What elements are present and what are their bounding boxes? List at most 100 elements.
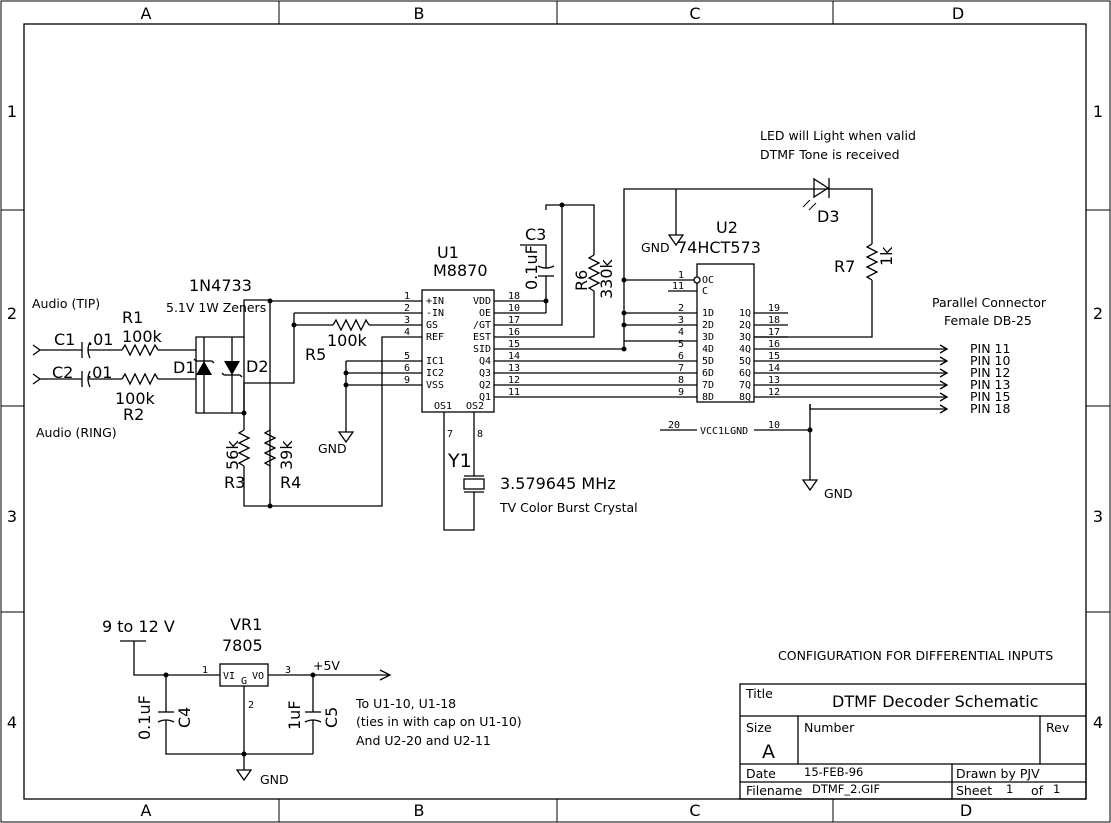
u1-pin-name: OS1 (434, 401, 452, 412)
col-label-d-top: D (952, 4, 964, 23)
c1-value: .01 (88, 330, 113, 349)
r2-ref: R2 (123, 405, 144, 424)
u1-pin-name: Q1 (479, 392, 491, 403)
power-supply: 9 to 12 V VR1 7805 VI G VO 1 2 3 +5V GND… (102, 615, 522, 787)
row-label-1-right: 1 (1093, 102, 1103, 121)
u2-pin-name: 6Q (739, 368, 751, 379)
col-label-c-bottom: C (689, 801, 700, 820)
date-value: 15-FEB-96 (804, 765, 863, 779)
u2-pin-num: 1 (678, 270, 684, 281)
r1-value: 100k (122, 327, 163, 346)
connector-pin-label: PIN 11 (970, 341, 1010, 356)
connector-pin-label: PIN 12 (970, 365, 1010, 380)
size-value: A (762, 741, 775, 763)
u1-pin-num: 18 (508, 291, 520, 302)
col-label-c-top: C (689, 4, 700, 23)
col-label-d-bottom: D (960, 801, 972, 820)
u1-pin-num: 2 (404, 303, 410, 314)
u2-power-label: VCC1LGND (700, 426, 748, 437)
gnd-label-u2: GND (824, 486, 853, 501)
c1-ref: C1 (54, 330, 75, 349)
gnd-label-supply: GND (260, 772, 289, 787)
u1-pin-num: 11 (508, 387, 520, 398)
d2-ref: D2 (246, 357, 269, 376)
supply-label: 9 to 12 V (102, 617, 175, 636)
row-label-4-left: 4 (7, 713, 17, 732)
r7-ref: R7 (834, 257, 855, 276)
vr1-vo: VO (252, 671, 264, 682)
u2-pin-num: 11 (672, 281, 684, 292)
u1-pin-name: SID (473, 344, 491, 355)
u2-pin-name: C (702, 286, 708, 297)
zener-part: 1N4733 (189, 276, 252, 295)
u2-pin-name: 5D (702, 356, 714, 367)
sheet-value: 1 (1006, 782, 1013, 796)
c3-value: 0.1uF (522, 245, 541, 290)
u1-pin-num: 17 (508, 315, 520, 326)
u1-pin-num: 3 (404, 315, 410, 326)
row-label-3-right: 3 (1093, 507, 1103, 526)
led-indicator: LED will Light when valid DTMF Tone is r… (754, 128, 916, 338)
u2-pin-name: 8Q (739, 392, 751, 403)
u2-pin-num: 7 (678, 363, 684, 374)
u1-pin-num: 7 (447, 429, 453, 440)
u2-pin-name: 7D (702, 380, 714, 391)
u2-pin-name: 4Q (739, 344, 751, 355)
u1-pin-num: 9 (404, 375, 410, 386)
power-note-line3: And U2-20 and U2-11 (356, 733, 491, 748)
connector-title-line1: Parallel Connector (932, 295, 1047, 310)
y1-freq: 3.579645 MHz (500, 474, 616, 493)
u2-pin-name: 1Q (739, 308, 751, 319)
vr1-g: G (241, 676, 247, 687)
c4-ref: C4 (175, 707, 194, 728)
d1-ref: D1 (173, 358, 196, 377)
connector-title-line2: Female DB-25 (944, 313, 1032, 328)
title-block: Title DTMF Decoder Schematic Size A Numb… (739, 683, 1087, 800)
rev-label: Rev (1046, 720, 1070, 735)
u2-pin-num: 5 (678, 339, 684, 350)
row-label-1-left: 1 (7, 102, 17, 121)
connector-pin-label: PIN 18 (970, 401, 1011, 416)
c3-r6-network: C3 0.1uF R6 330k (494, 202, 616, 338)
of-label: of (1031, 783, 1044, 798)
u1-pin-name: OS2 (466, 401, 484, 412)
u1-pin-num: 8 (477, 429, 483, 440)
u2-pin-num: 3 (678, 315, 684, 326)
connector-pin-label: PIN 10 (970, 353, 1011, 368)
u2-pin-name: 1D (702, 308, 714, 319)
size-label: Size (746, 720, 772, 735)
u1-pin-num: 15 (508, 339, 520, 350)
u2-pin-num: 19 (768, 303, 780, 314)
r3-value: 56k (223, 440, 242, 470)
connector-pin-label: PIN 13 (970, 377, 1010, 392)
c3-ref: C3 (525, 225, 546, 244)
u1-pin-num: 14 (508, 351, 520, 362)
u1-pin-name: IC2 (426, 368, 444, 379)
u1-ref: U1 (437, 243, 459, 262)
u2-pin-num: 18 (768, 315, 780, 326)
u1-pin-name: Q2 (479, 380, 491, 391)
u1-pin-num: 4 (404, 327, 410, 338)
power-note-line2: (ties in with cap on U1-10) (356, 714, 522, 729)
vr1-ref: VR1 (230, 615, 262, 634)
y1-desc: TV Color Burst Crystal (499, 500, 638, 515)
u2-pin-name: 3Q (739, 332, 751, 343)
u1-pin-name: +IN (426, 296, 444, 307)
col-label-a-top: A (141, 4, 152, 23)
u1-pin-name: OE (479, 308, 491, 319)
drawn-by: Drawn by PJV (956, 766, 1040, 781)
u1-pin-name: GS (426, 320, 438, 331)
zener-desc: 5.1V 1W Zeners (166, 300, 266, 315)
u2-pin-name: 2D (702, 320, 714, 331)
crystal-y1: Y1 3.579645 MHz TV Color Burst Crystal (443, 412, 638, 531)
col-label-b-top: B (414, 4, 425, 23)
r4-ref: R4 (280, 473, 301, 492)
u1-part: M8870 (433, 261, 488, 280)
u2-pin-name: 2Q (739, 320, 751, 331)
vr1-pin2: 2 (248, 700, 254, 711)
r5-value: 100k (327, 331, 368, 350)
u2-pin-num: 2 (678, 303, 684, 314)
row-label-3-left: 3 (7, 507, 17, 526)
u1-pin-num: 10 (508, 303, 520, 314)
